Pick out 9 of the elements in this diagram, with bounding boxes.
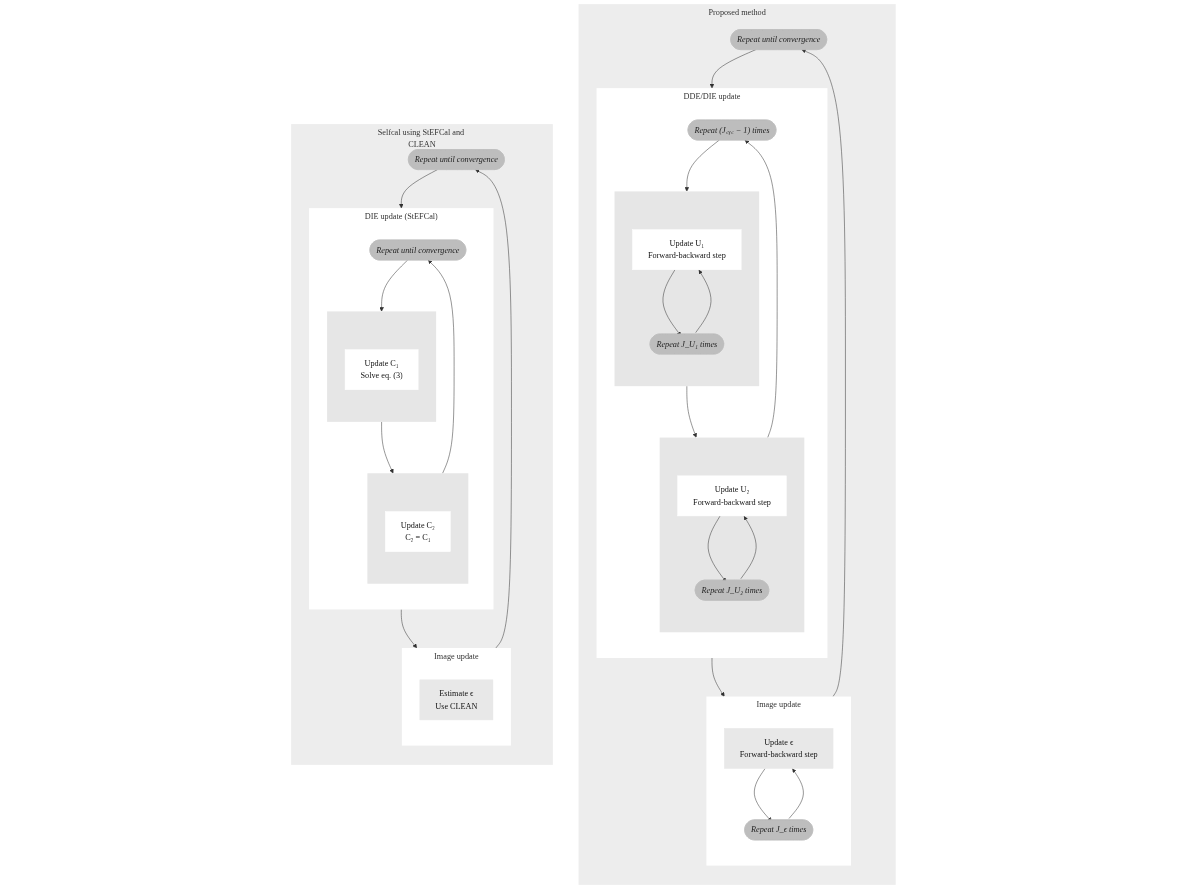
- cluster: [659, 437, 805, 633]
- node-box: Update C₁ Solve eq. (3): [344, 349, 419, 391]
- cluster: [614, 191, 760, 387]
- cluster: [327, 311, 437, 422]
- node-box: Update ϵ Forward-backward step: [724, 728, 834, 769]
- node-box: Update U₂ Forward-backward step: [677, 475, 787, 517]
- node-box: Update U₁ Forward-backward step: [632, 229, 742, 271]
- cluster: [367, 473, 469, 584]
- node-box: Update C₂ C₂ = C₁: [385, 511, 451, 552]
